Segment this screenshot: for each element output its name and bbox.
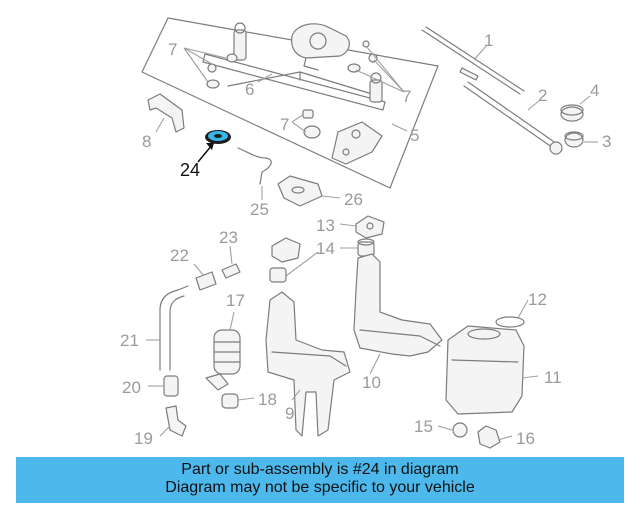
leader-lines [146,45,598,441]
parts-diagram: 1 2 3 4 5 6 7 7 7 8 9 10 11 12 13 14 15 … [120,17,611,449]
callout-labels: 1 2 3 4 5 6 7 7 7 8 9 10 11 12 13 14 15 … [120,31,611,448]
callout-5: 5 [410,126,419,145]
grommet-13 [355,215,385,239]
callout-7a: 7 [168,40,177,59]
callout-13: 13 [316,216,335,235]
callout-15: 15 [414,417,433,436]
callout-17: 17 [226,291,245,310]
callout-19: 19 [134,429,153,448]
info-banner: Part or sub-assembly is #24 in diagram D… [16,457,624,503]
callout-7b: 7 [402,87,411,106]
pump-16 [477,425,501,449]
grommet-15 [452,422,468,438]
callout-12: 12 [528,290,547,309]
callout-9: 9 [285,404,294,423]
reservoir-10 [353,253,443,357]
grommet-14 [357,238,375,257]
callout-24: 24 [180,160,200,180]
callout-11: 11 [544,368,562,387]
callout-21: 21 [120,331,139,350]
banner-line-2: Diagram may not be specific to your vehi… [165,479,475,496]
callout-6: 6 [245,80,254,99]
callout-25: 25 [250,200,269,219]
wiper-blade [421,26,525,95]
callout-26: 26 [344,190,363,209]
washer-tank-11 [445,325,525,415]
washer-hose-25 [237,147,272,185]
connector-20 [163,375,179,397]
check-valve-23 [221,263,241,279]
callout-14: 14 [316,239,335,258]
banner-line-1: Part or sub-assembly is #24 in diagram [181,461,459,478]
callout-7c: 7 [280,115,289,134]
connector-22 [195,271,217,291]
grommet-18 [221,393,239,409]
bracket-8 [147,93,185,133]
callout-3: 3 [602,132,611,151]
pivot-caps [560,104,584,148]
seal-12 [495,316,525,328]
wiper-arm [463,81,563,155]
callout-18: 18 [258,390,277,409]
highlighted-part-24 [197,130,231,163]
callout-10: 10 [362,373,381,392]
callout-2: 2 [538,86,547,105]
callout-16: 16 [516,429,535,448]
grommet-left [269,237,301,283]
wiper-linkage-assembly [141,17,439,189]
callout-22: 22 [170,246,189,265]
elbow-19 [165,405,187,437]
hose-21 [159,285,189,371]
reservoir-9 [265,291,351,437]
washer-nozzle-26 [277,175,323,207]
callout-1: 1 [484,31,493,50]
callout-23: 23 [219,228,238,247]
callout-8: 8 [142,132,151,151]
washer-pump-17 [205,329,241,391]
callout-20: 20 [122,378,141,397]
callout-4: 4 [590,81,599,100]
